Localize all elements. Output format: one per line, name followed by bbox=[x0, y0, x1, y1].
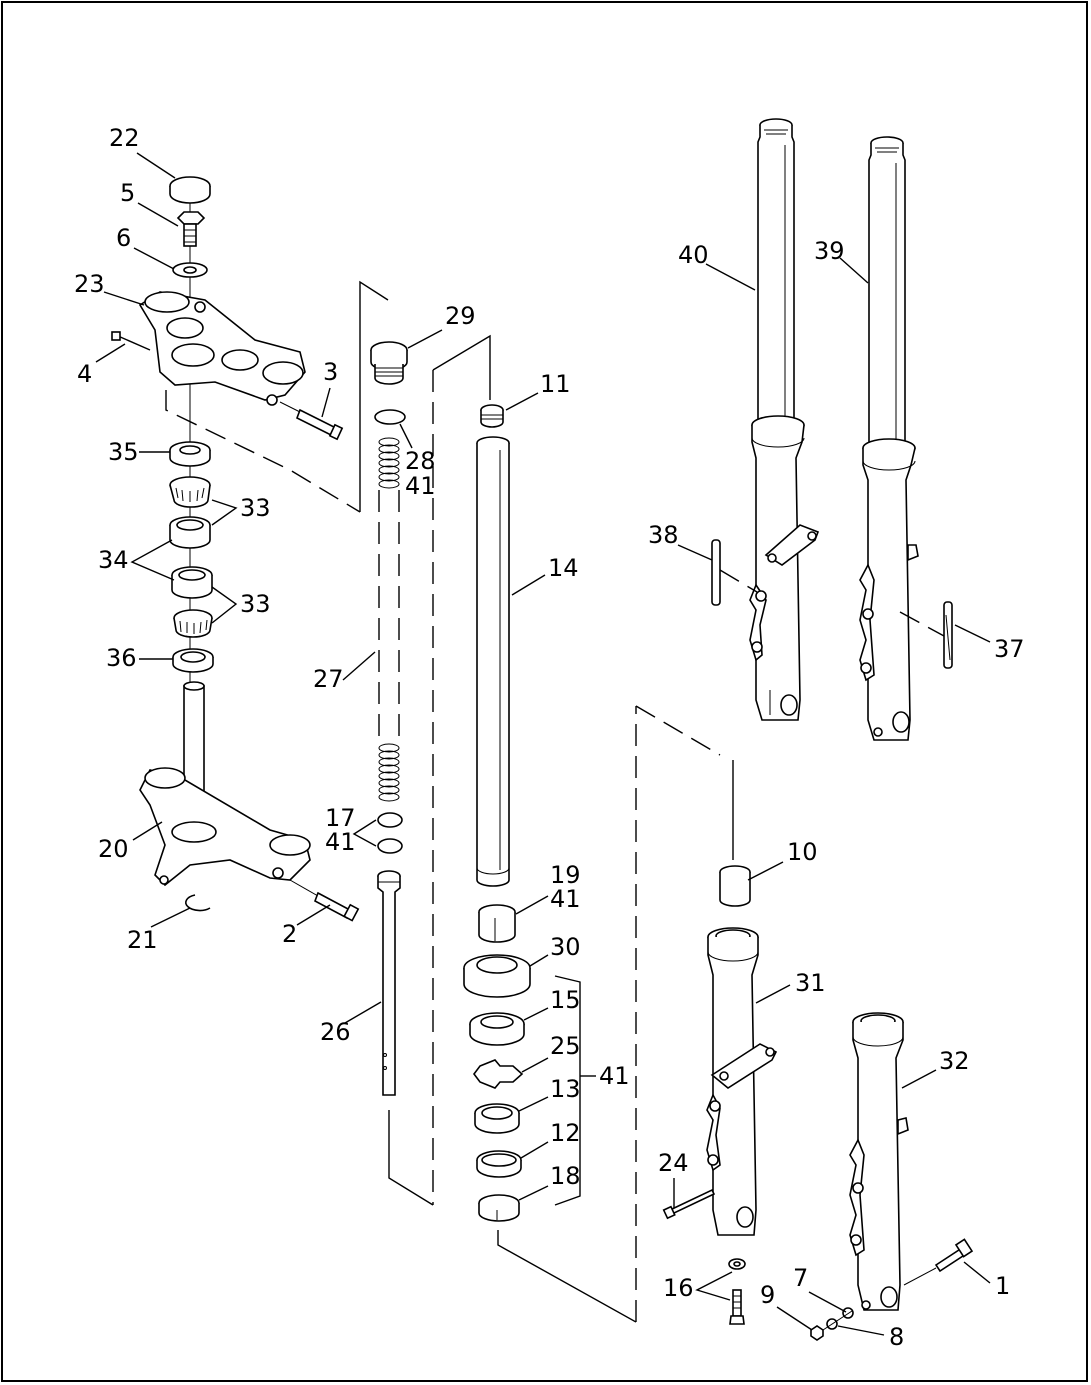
label-34: 34 bbox=[98, 546, 129, 574]
parts-7-8-9-fasteners bbox=[810, 1307, 854, 1341]
label-36: 36 bbox=[106, 644, 137, 672]
label-4: 4 bbox=[77, 360, 92, 388]
part-5-bolt bbox=[176, 211, 206, 225]
part-33-bearing-upper bbox=[169, 476, 211, 508]
part-23-upper-bracket bbox=[138, 291, 306, 406]
label-26: 26 bbox=[320, 1018, 351, 1046]
label-12: 12 bbox=[550, 1119, 581, 1147]
part-14-inner-tube bbox=[476, 436, 510, 887]
label-8: 8 bbox=[889, 1323, 904, 1351]
label-40: 40 bbox=[678, 241, 709, 269]
inner-tube-column bbox=[463, 404, 734, 1323]
bracket-41 bbox=[554, 975, 581, 1206]
part-21-clip bbox=[185, 894, 211, 912]
label-27: 27 bbox=[313, 665, 344, 693]
part-2-pinch-bolt bbox=[289, 879, 360, 922]
label-30: 30 bbox=[550, 933, 581, 961]
upper-bracket-stack bbox=[111, 176, 360, 922]
label-41-ring: 41 bbox=[325, 828, 356, 856]
label-2: 2 bbox=[282, 920, 297, 948]
part-4-bolt bbox=[111, 331, 151, 351]
damper-assembly bbox=[370, 334, 491, 1206]
label-14: 14 bbox=[548, 554, 579, 582]
part-12-washer bbox=[476, 1150, 522, 1178]
label-29: 29 bbox=[445, 302, 476, 330]
part-17-ring bbox=[377, 812, 403, 828]
label-41-kit: 41 bbox=[599, 1062, 630, 1090]
part-37-reflector bbox=[899, 601, 953, 669]
label-19: 19 bbox=[550, 861, 581, 889]
part-29-fork-cap bbox=[370, 341, 408, 385]
part-1-bolt bbox=[903, 1238, 974, 1286]
label-6: 6 bbox=[116, 224, 131, 252]
label-28: 28 bbox=[405, 447, 436, 475]
label-7: 7 bbox=[793, 1264, 808, 1292]
part-34-race-upper bbox=[169, 516, 211, 549]
part-32-lower-slider bbox=[849, 1012, 909, 1311]
label-37: 37 bbox=[994, 635, 1025, 663]
part-34-race-lower bbox=[171, 566, 213, 599]
label-22: 22 bbox=[109, 124, 140, 152]
label-33a: 33 bbox=[240, 494, 271, 522]
part-11-bushing bbox=[480, 404, 504, 428]
label-10: 10 bbox=[787, 838, 818, 866]
label-9: 9 bbox=[760, 1281, 775, 1309]
part-10-bushing bbox=[719, 865, 751, 907]
label-3: 3 bbox=[323, 358, 338, 386]
part-18-bushing bbox=[478, 1194, 520, 1222]
part-16-bolt-washer bbox=[728, 1258, 746, 1325]
label-25: 25 bbox=[550, 1032, 581, 1060]
part-41-ring bbox=[377, 838, 403, 854]
label-17: 17 bbox=[325, 804, 356, 832]
part-3-pinch-bolt bbox=[279, 401, 344, 441]
label-23: 23 bbox=[74, 270, 105, 298]
part-19-bushing bbox=[478, 904, 516, 943]
label-41-bushing: 41 bbox=[550, 885, 581, 913]
label-1: 1 bbox=[995, 1272, 1010, 1300]
callout-labels: 1 2 3 4 5 6 7 8 9 10 11 12 13 14 15 16 1… bbox=[74, 124, 1025, 1351]
part-13-spacer bbox=[474, 1103, 520, 1134]
part-30-dust-seal bbox=[463, 954, 531, 998]
part-24-screw bbox=[662, 1188, 716, 1220]
label-41-spring: 41 bbox=[405, 472, 436, 500]
label-21: 21 bbox=[127, 926, 158, 954]
part-26-damper-rod bbox=[377, 870, 401, 1096]
part-25-retaining-ring bbox=[473, 1059, 524, 1089]
label-31: 31 bbox=[795, 969, 826, 997]
label-11: 11 bbox=[540, 370, 571, 398]
fork-leg-40 bbox=[749, 118, 820, 721]
exploded-guide-lines-left bbox=[165, 280, 389, 513]
part-27-spring bbox=[378, 437, 400, 802]
part-33-bearing-lower bbox=[173, 609, 213, 638]
label-18: 18 bbox=[550, 1162, 581, 1190]
label-35: 35 bbox=[108, 438, 139, 466]
label-38: 38 bbox=[648, 521, 679, 549]
part-31-lower-slider bbox=[706, 927, 778, 1236]
label-16: 16 bbox=[663, 1274, 694, 1302]
fork-leg-39 bbox=[859, 136, 919, 741]
part-15-oil-seal bbox=[469, 1012, 525, 1046]
label-5: 5 bbox=[120, 179, 135, 207]
part-20-lower-bracket bbox=[139, 681, 311, 887]
label-15: 15 bbox=[550, 986, 581, 1014]
label-20: 20 bbox=[98, 835, 129, 863]
label-39: 39 bbox=[814, 237, 845, 265]
part-38-reflector bbox=[711, 539, 758, 606]
leader-lines bbox=[95, 152, 991, 1336]
label-13: 13 bbox=[550, 1075, 581, 1103]
label-24: 24 bbox=[658, 1149, 689, 1177]
part-28-o-ring bbox=[374, 409, 406, 425]
label-32: 32 bbox=[939, 1047, 970, 1075]
label-33b: 33 bbox=[240, 590, 271, 618]
